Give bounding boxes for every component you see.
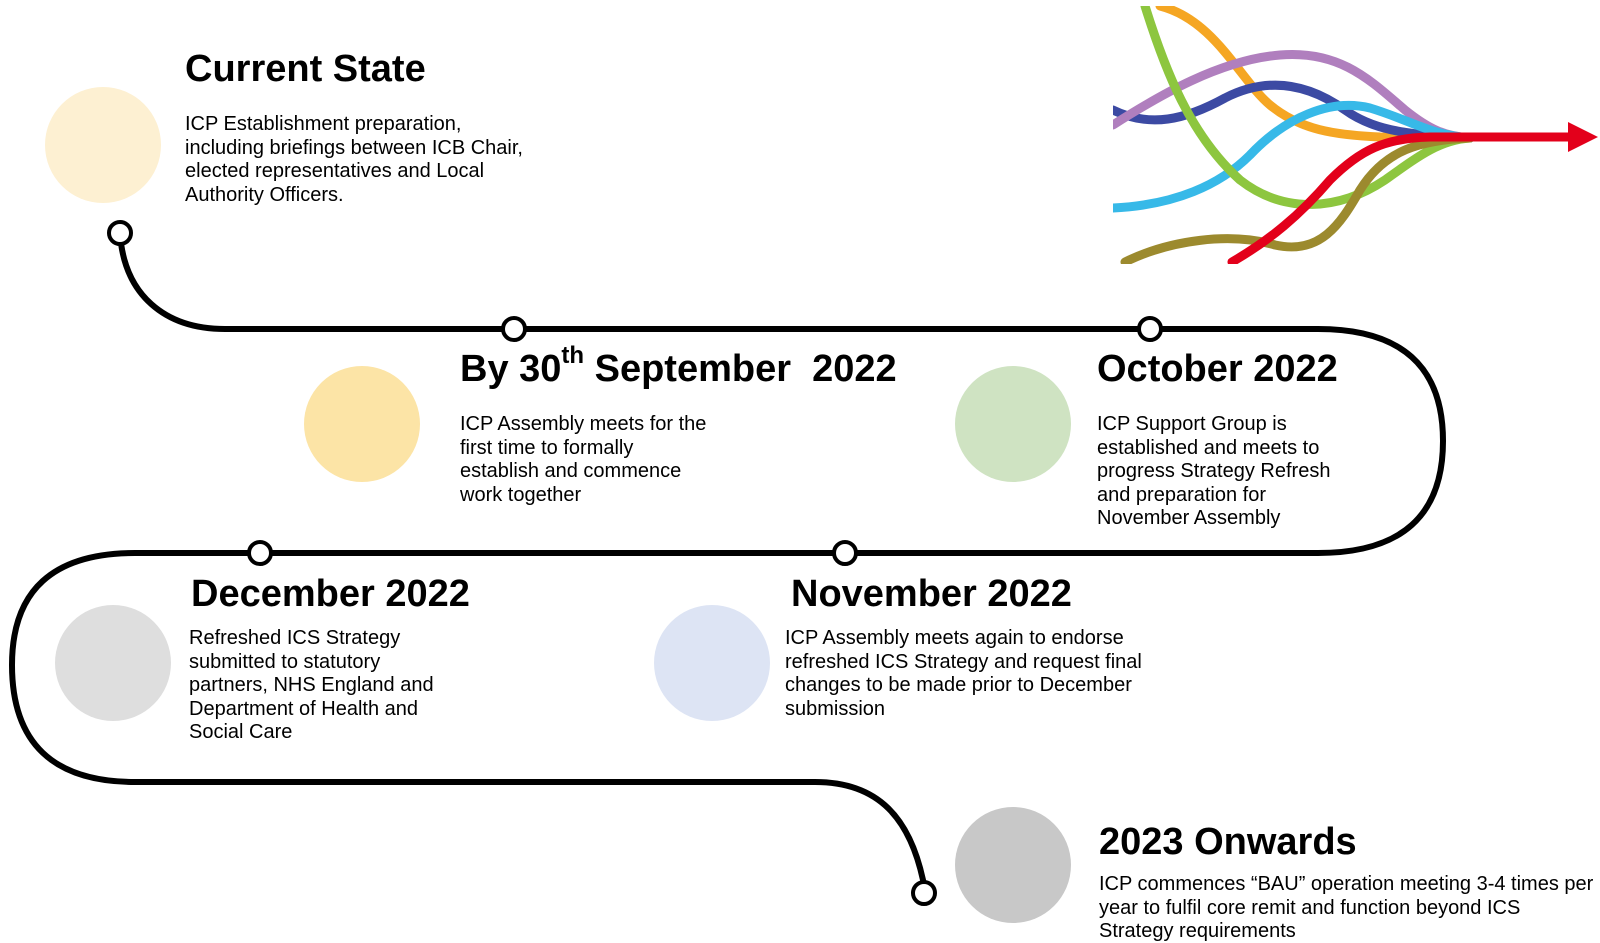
node-september-2022 <box>501 316 527 342</box>
description-2023-onwards: ICP commences “BAU” operation meeting 3-… <box>1099 873 1594 942</box>
node-current-state <box>107 220 133 246</box>
description-september-2022: ICP Assembly meets for the first time to… <box>460 413 707 506</box>
green-ribbon <box>1140 6 1475 209</box>
circle-november-2022 <box>654 605 770 721</box>
heading-september-ordinal: th <box>561 342 585 370</box>
heading-november-2022: November 2022 <box>791 573 1072 615</box>
node-november-2022 <box>832 540 858 566</box>
olive-ribbon <box>1120 133 1475 264</box>
heading-september-prefix: By 30 <box>460 348 562 390</box>
circle-current-state <box>45 87 161 203</box>
circle-2023-onwards <box>955 807 1071 923</box>
heading-december-2022: December 2022 <box>191 573 470 615</box>
description-current-state: ICP Establishment preparation, including… <box>185 113 523 206</box>
description-december-2022: Refreshed ICS Strategy submitted to stat… <box>189 627 434 743</box>
circle-september-2022 <box>304 366 420 482</box>
red-arrowhead-icon <box>1568 122 1598 152</box>
node-2023-onwards <box>911 880 937 906</box>
heading-september-suffix: September 2022 <box>584 348 897 390</box>
node-december-2022 <box>247 540 273 566</box>
red-ribbon <box>1227 132 1575 264</box>
heading-current-state: Current State <box>185 48 426 90</box>
navy-ribbon <box>1113 80 1475 143</box>
node-october-2022 <box>1137 316 1163 342</box>
timeline-track <box>9 230 1446 883</box>
cyan-ribbon <box>1113 100 1475 213</box>
heading-september-2022: By 30th September 2022 <box>460 344 897 391</box>
circle-december-2022 <box>55 605 171 721</box>
description-october-2022: ICP Support Group is established and mee… <box>1097 413 1331 529</box>
description-november-2022: ICP Assembly meets again to endorse refr… <box>785 627 1142 720</box>
circle-october-2022 <box>955 366 1071 482</box>
orange-ribbon <box>1155 6 1475 143</box>
heading-2023-onwards: 2023 Onwards <box>1099 821 1357 863</box>
heading-october-2022: October 2022 <box>1097 348 1338 390</box>
